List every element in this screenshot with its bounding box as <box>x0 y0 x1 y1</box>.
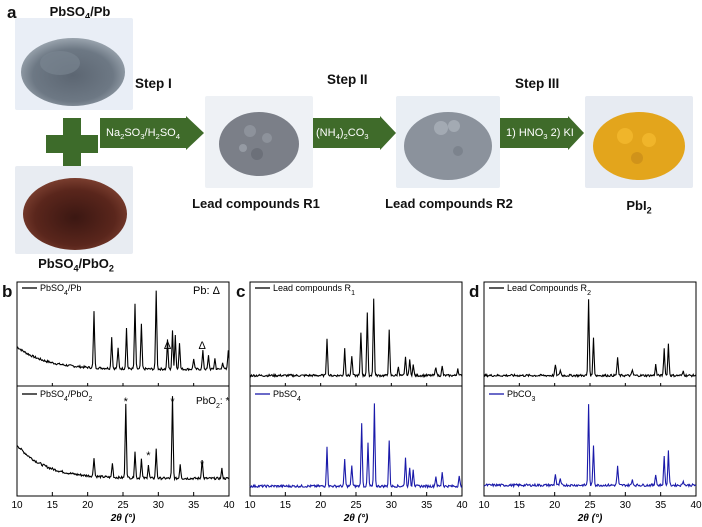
product-r1-label: Lead compounds R1 <box>192 196 320 211</box>
x-tick-label: 40 <box>223 500 235 511</box>
pbi2-powder-image <box>593 112 685 180</box>
x-tick-label: 15 <box>280 500 292 511</box>
panel-c-letter: c <box>236 282 246 301</box>
legend-label: Lead compounds R1 <box>273 283 355 297</box>
x-tick-label: 15 <box>47 500 59 511</box>
x-tick-label: 40 <box>456 500 468 511</box>
panel-a-letter: a <box>7 3 17 22</box>
x-tick-label: 20 <box>315 500 327 511</box>
step-3-arrow: 1) HNO3 2) KI <box>500 116 584 150</box>
gray-powder-image <box>21 38 125 106</box>
r2-photo <box>396 96 500 188</box>
x-tick-label: 40 <box>690 500 702 511</box>
product-pbi2-label: PbI2 <box>604 198 674 216</box>
pbo2-marker-note: PbO2: * <box>196 396 229 410</box>
star-peak-marker: * <box>200 459 205 471</box>
r1-photo <box>205 96 313 188</box>
step-2-arrow: (NH4)2CO3 <box>310 116 396 150</box>
delta-peak-marker: Δ <box>164 340 172 352</box>
xrd-series-line <box>249 298 463 379</box>
product-r2-label: Lead compounds R2 <box>385 196 513 211</box>
xrd-series-line <box>483 299 697 378</box>
legend-label: Lead Compounds R2 <box>507 283 591 297</box>
x-tick-label: 30 <box>153 500 165 511</box>
x-tick-label: 15 <box>514 500 526 511</box>
x-axis-label: 2θ (°) <box>577 513 603 524</box>
brown-powder-image <box>23 178 127 250</box>
pbso4-pbo2-photo <box>15 166 133 254</box>
xrd-series-line <box>483 404 697 489</box>
star-peak-marker: * <box>124 396 129 408</box>
x-tick-label: 30 <box>620 500 632 511</box>
step-3-reagent: 1) HNO3 2) KI <box>506 127 574 142</box>
pbi2-photo <box>585 96 693 188</box>
legend-label: PbSO4/PbO2 <box>40 389 92 403</box>
top-material-label: PbSO4/Pb <box>20 4 140 22</box>
top-material-text: PbSO4/Pb <box>49 4 111 22</box>
x-tick-label: 35 <box>655 500 667 511</box>
x-tick-label: 25 <box>584 500 596 511</box>
r2-powder-image <box>404 112 492 180</box>
pbso4-pb-photo <box>15 18 133 110</box>
pbi2-text: PbI2 <box>626 198 652 216</box>
bottom-material-label: PbSO4/PbO2 <box>16 256 136 274</box>
panel-d-letter: d <box>469 282 480 301</box>
star-peak-marker: * <box>146 450 151 462</box>
x-tick-label: 25 <box>117 500 129 511</box>
step-3-title: Step III <box>515 76 560 91</box>
xrd-series-line <box>16 396 230 482</box>
step-1-arrow: Na2SO3/H2SO4 <box>100 116 204 150</box>
pb-marker-note: Pb: Δ <box>193 285 221 297</box>
x-tick-label: 35 <box>421 500 433 511</box>
panel-b-letter: b <box>2 282 13 301</box>
x-axis-label: 2θ (°) <box>110 513 136 524</box>
legend-label: PbSO4/Pb <box>40 283 81 297</box>
x-axis-label: 2θ (°) <box>343 513 369 524</box>
star-peak-marker: * <box>170 396 175 408</box>
legend-label: PbCO3 <box>507 389 536 403</box>
x-tick-label: 20 <box>549 500 561 511</box>
legend-label: PbSO4 <box>273 389 301 403</box>
delta-peak-marker: Δ <box>198 340 206 352</box>
xrd-series-line <box>249 403 463 490</box>
step-2-reagent: (NH4)2CO3 <box>316 127 369 142</box>
x-tick-label: 30 <box>386 500 398 511</box>
x-tick-label: 25 <box>350 500 362 511</box>
step-1-title: Step I <box>135 76 172 91</box>
x-tick-label: 10 <box>11 500 23 511</box>
x-tick-label: 35 <box>188 500 200 511</box>
r1-powder-image <box>219 112 299 176</box>
step-2-title: Step II <box>327 72 368 87</box>
x-tick-label: 20 <box>82 500 94 511</box>
x-tick-label: 10 <box>244 500 256 511</box>
plus-icon <box>46 118 98 170</box>
x-tick-label: 10 <box>478 500 490 511</box>
step-1-reagent: Na2SO3/H2SO4 <box>106 127 180 142</box>
xrd-series-line <box>16 290 230 372</box>
bottom-material-text: PbSO4/PbO2 <box>38 256 114 274</box>
